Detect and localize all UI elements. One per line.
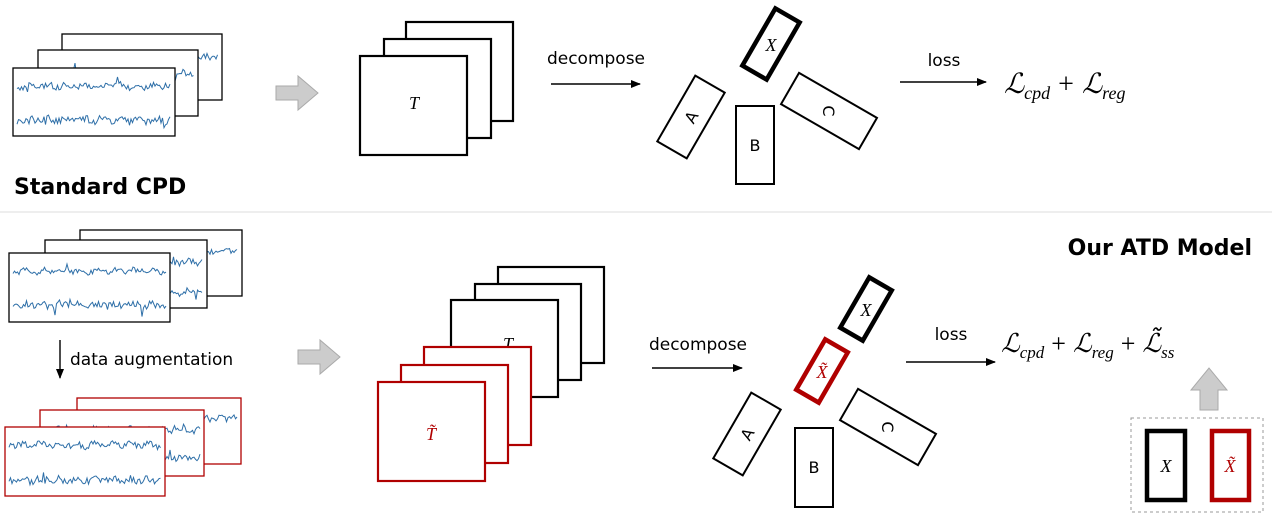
signal-trace	[16, 114, 171, 130]
signal-trace	[8, 472, 161, 487]
factor-b-box	[735, 105, 775, 185]
bottom-signal-stack	[8, 229, 243, 323]
legend-x-tilde-box	[1209, 428, 1252, 503]
bottom-factor-x-tilde	[793, 336, 851, 406]
loss-symbol: ℒ	[1001, 329, 1021, 358]
bottom-tensor-stack: T T̃	[376, 265, 606, 483]
decompose-label: decompose	[649, 335, 747, 355]
factor-a-box	[711, 391, 783, 477]
decompose-label: decompose	[547, 49, 645, 69]
bottom-factor-b: B	[794, 427, 834, 508]
augmented-signal-stack	[4, 397, 242, 497]
factor-x-box	[837, 274, 895, 344]
bottom-factor-a: A	[711, 391, 783, 477]
loss-label: loss	[935, 325, 968, 345]
atd-model-title: Our ATD Model	[1068, 236, 1252, 261]
loss-symbol: ℒ	[1073, 329, 1093, 358]
loss-symbol: ℒ̃	[1142, 326, 1162, 358]
factor-c-box	[838, 387, 938, 467]
legend-x-label: X	[1160, 456, 1173, 476]
bottom-factor-c: C	[838, 387, 938, 467]
top-factor-x	[739, 5, 803, 83]
top-signal-stack	[12, 33, 223, 137]
factor-c-label: C	[819, 105, 838, 116]
tensor-label: T	[409, 93, 421, 113]
factor-c-box	[779, 71, 879, 151]
loss-subscript: reg	[1102, 83, 1125, 103]
loss-formula: ℒcpd + ℒreg	[1004, 69, 1125, 103]
plus-sign: +	[1051, 329, 1066, 358]
loss-symbol: ℒ	[1004, 69, 1025, 100]
top-loss-formula: ℒcpd + ℒreg	[1004, 69, 1125, 103]
factor-x-label: X	[765, 35, 778, 55]
loss-subscript: ss	[1161, 343, 1175, 362]
loss-subscript: cpd	[1024, 83, 1051, 103]
factor-b-label: B	[750, 136, 761, 155]
top-factor-b: B	[735, 105, 775, 185]
factor-b-label: B	[809, 458, 820, 477]
gray-arrow-up	[1189, 367, 1229, 411]
signal-trace	[16, 76, 171, 93]
standard-cpd-title: Standard CPD	[14, 175, 186, 200]
self-supervised-legend: X X̃	[1130, 417, 1264, 513]
loss-subscript: cpd	[1020, 343, 1045, 362]
aug-tensor-slice-front	[376, 380, 487, 483]
top-factor-a: A	[655, 74, 727, 160]
tensor-slice-front	[358, 54, 469, 157]
loss-symbol: ℒ	[1082, 69, 1103, 100]
loss-formula: ℒcpd+ℒreg+ℒ̃ss	[1001, 326, 1175, 362]
signal-card-front	[8, 252, 171, 323]
gray-arrow-right	[275, 74, 319, 112]
gray-arrow-right	[297, 338, 341, 376]
signal-trace	[12, 297, 167, 317]
bottom-factor-x	[837, 274, 895, 344]
factor-b-box	[794, 427, 834, 508]
factor-x-tilde-label: X̃	[816, 362, 829, 382]
factor-c-label: C	[878, 421, 897, 432]
signal-card-front	[12, 67, 176, 137]
plus-sign: +	[1121, 329, 1136, 358]
plus-sign: +	[1058, 69, 1074, 100]
factor-x-tilde-box	[793, 336, 851, 406]
factor-x-label: X	[860, 300, 873, 320]
augmentation-label: data augmentation	[70, 350, 233, 370]
aug-signal-card-front	[4, 426, 166, 497]
signal-trace	[12, 262, 167, 276]
aug-tensor-label: T̃	[426, 424, 438, 444]
signal-trace	[8, 439, 161, 452]
legend-x-box	[1144, 428, 1188, 503]
loss-label: loss	[928, 51, 961, 71]
top-factor-c: C	[779, 71, 879, 151]
bottom-loss-formula: ℒcpd+ℒreg+ℒ̃ss	[1001, 326, 1175, 362]
loss-subscript: reg	[1092, 343, 1114, 362]
top-tensor-stack: T	[358, 20, 515, 157]
factor-a-box	[655, 74, 727, 160]
legend-x-tilde-label: X̃	[1224, 456, 1237, 476]
factor-x-box	[739, 5, 803, 83]
